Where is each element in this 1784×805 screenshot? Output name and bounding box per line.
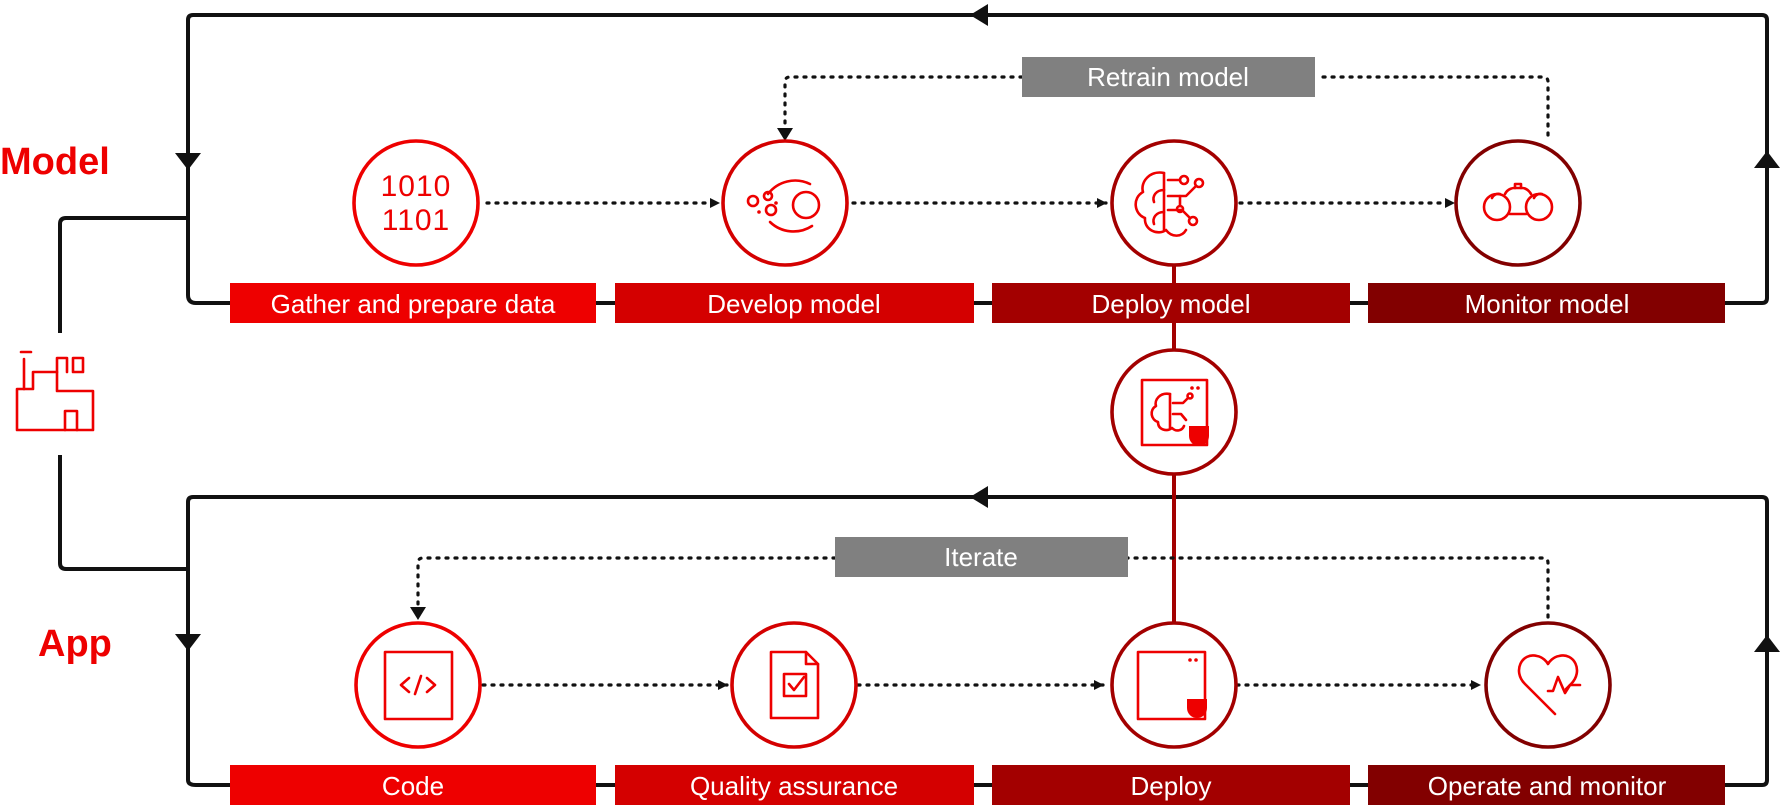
stage-bar-monitor	[1368, 283, 1725, 323]
gather-data-circle: 1010 1101	[352, 139, 480, 267]
svg-text:1010: 1010	[381, 170, 452, 203]
retrain-label: Retrain model	[1087, 62, 1249, 92]
code-circle	[354, 621, 482, 749]
model-outer-loop	[186, 13, 1769, 305]
app-stage-bars: Code Quality assurance Deploy Operate an…	[230, 765, 1725, 805]
code-window-icon	[383, 650, 454, 721]
brain-network-icon	[1134, 171, 1205, 237]
app-outer-loop	[186, 495, 1769, 787]
model-loop-arrowhead-up	[1754, 151, 1780, 168]
quality-assurance-circle	[730, 621, 858, 749]
svg-text:1101: 1101	[382, 204, 451, 237]
stage-label-qa: Quality assurance	[690, 771, 898, 801]
stage-label-gather: Gather and prepare data	[271, 289, 556, 319]
iterate-arrowhead	[410, 607, 426, 620]
stage-bar-gather	[230, 283, 596, 323]
factory-icon	[15, 350, 95, 432]
app-track-title: App	[38, 623, 112, 665]
stage-label-deploy: Deploy	[1131, 771, 1212, 801]
binoculars-icon	[1482, 182, 1554, 222]
operate-monitor-circle	[1484, 621, 1612, 749]
factory-bracket	[58, 216, 188, 571]
stage-label-operate: Operate and monitor	[1428, 771, 1667, 801]
stage-label-code: Code	[382, 771, 444, 801]
heart-pulse-icon	[1517, 654, 1582, 716]
iterate-loop-line	[416, 556, 1550, 619]
binary-data-icon: 1010 1101	[381, 170, 452, 237]
stage-label-develop: Develop model	[707, 289, 880, 319]
model-track-title: Model	[0, 141, 110, 183]
app-loop-arrowhead-left	[970, 486, 988, 508]
checklist-document-icon	[769, 650, 820, 720]
stage-bar-code	[230, 765, 596, 805]
model-loop-arrowhead-down	[175, 153, 201, 170]
model-loop-arrowhead-left	[970, 4, 988, 26]
retrain-label-box	[1022, 57, 1315, 97]
loop-arrowheads	[175, 4, 1780, 652]
stage-label-monitor: Monitor model	[1465, 289, 1630, 319]
retrain-loop-line	[783, 75, 1550, 137]
stage-bar-operate	[1368, 765, 1725, 805]
deploy-circle	[1110, 621, 1238, 749]
bubbles-develop-icon	[746, 179, 821, 233]
app-loop-arrowhead-down	[175, 634, 201, 651]
stage-bar-qa	[615, 765, 974, 805]
retrain-arrowhead	[777, 128, 793, 141]
stage-bar-deploy	[992, 765, 1350, 805]
iterate-label: Iterate	[944, 542, 1018, 572]
iterate-label-box	[835, 537, 1128, 577]
stage-label-deploy-model: Deploy model	[1092, 289, 1251, 319]
model-container-icon	[1140, 378, 1209, 447]
container-deploy-icon	[1136, 650, 1207, 721]
develop-model-circle	[721, 139, 849, 267]
monitor-model-circle	[1454, 139, 1582, 267]
model-container-circle	[1110, 348, 1238, 476]
deploy-model-circle	[1110, 139, 1238, 267]
stage-bar-develop	[615, 283, 974, 323]
model-stage-bars: Gather and prepare data Develop model De…	[230, 283, 1725, 323]
stage-bar-deploy-model	[992, 283, 1350, 323]
app-loop-arrowhead-up	[1754, 635, 1780, 652]
